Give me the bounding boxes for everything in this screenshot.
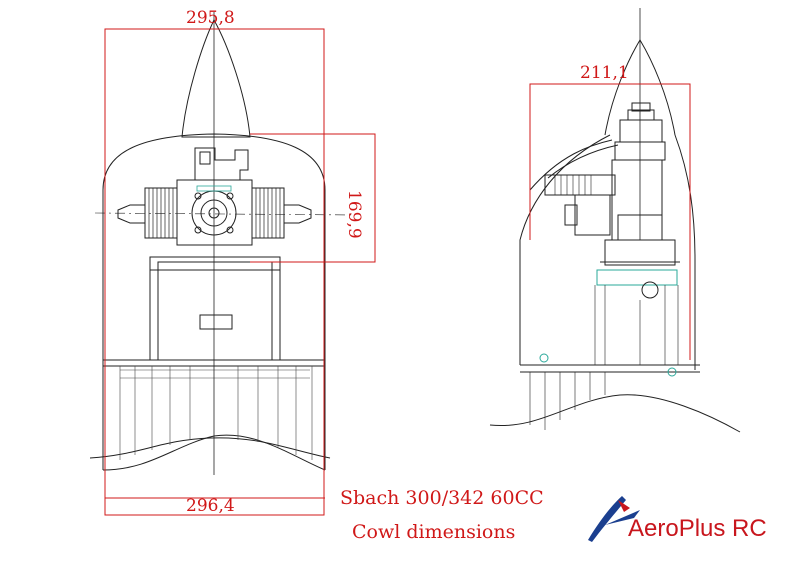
front-spinner [181,18,251,138]
front-top-dimension: 295,8 [186,8,235,28]
side-top-dimension: 211,1 [580,63,629,83]
front-view [89,12,356,475]
logo-text-prefix: A [628,515,645,542]
side-cowl-rear [674,134,696,370]
side-mount-plate [596,269,678,286]
aeroplus-logo: AeroPlus RC [628,515,767,543]
side-prop-hub [619,119,663,143]
caption-model: Sbach 300/342 60CC [340,487,544,509]
side-view [489,8,741,433]
side-engine [574,194,611,236]
side-cowl-bottom [489,394,741,433]
front-mount-plate [199,314,233,330]
front-bottom-dimension: 296,4 [186,496,235,516]
front-firewall-box [149,256,281,361]
front-cowl-bottom [89,437,331,459]
front-engine [117,147,312,246]
side-spinner [604,39,676,136]
front-height-dim-line [250,133,376,263]
side-width-dim-line [529,83,691,360]
aircraft-swoosh-icon [588,496,640,542]
front-width-dim-box [104,28,325,516]
side-cowl-front [519,134,611,365]
front-right-dimension: 169,9 [344,190,364,239]
caption-description: Cowl dimensions [352,521,516,543]
logo-text-rest: eroPlus RC [644,515,767,542]
